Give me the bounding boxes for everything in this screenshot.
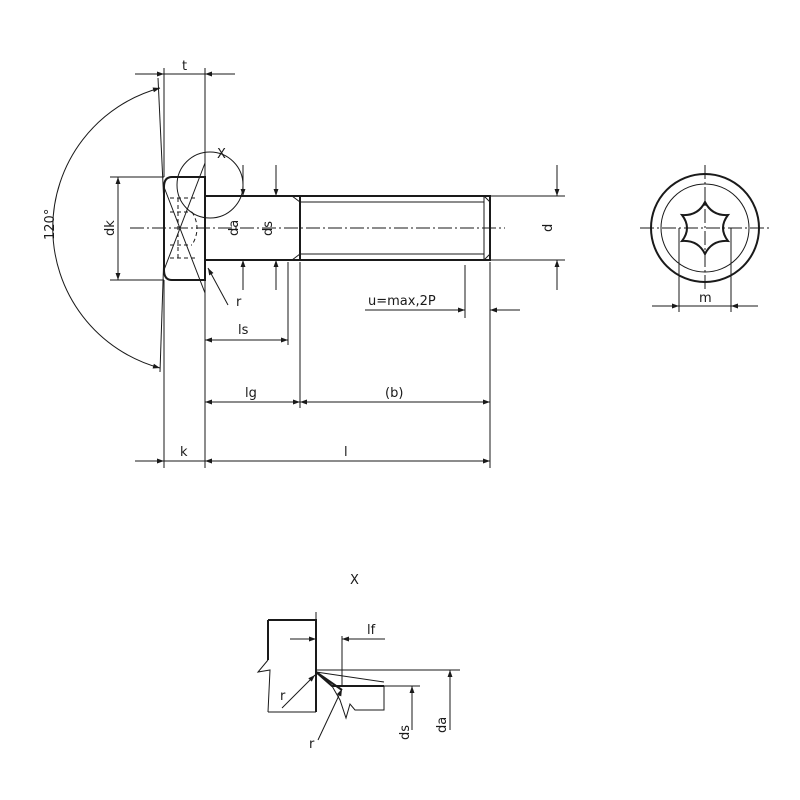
dimension-lg-b: lg (b) [205,386,490,405]
dimension-da: da [227,165,246,290]
detail-title: X [350,573,359,588]
screw-end-view: m [640,165,770,312]
d-label: d [541,224,556,232]
transition-upper [291,195,301,203]
detail-head-break [256,659,271,713]
dimension-ds: ds [261,165,279,290]
hexalobular-socket-icon [679,199,731,257]
ds-label-detail: ds [398,725,413,740]
transition-lower [291,253,301,261]
socket-hidden-lines [170,197,198,259]
dimension-k-l: k l [135,445,490,464]
r-label-main: r [236,295,242,310]
dimension-dk: dk [103,176,164,281]
b-label: (b) [385,386,403,401]
detail-shank-break [331,685,385,720]
chamfer-lower [483,253,491,261]
lf-label: lf [367,623,376,638]
screw-head-outline [163,176,206,281]
chamfer-upper [483,195,491,203]
lg-label: lg [245,386,257,401]
detail-x-view: lf r r ds da [256,612,460,752]
dimension-ls: ls [205,323,288,343]
da-label: da [227,220,242,236]
ds-label: ds [261,221,276,236]
detail-x-label: X [217,147,226,162]
da-label-detail: da [435,717,450,733]
dimension-t: t [135,59,235,177]
r-label-detail-upper: r [280,689,286,704]
k-label: k [180,445,188,460]
screw-side-view [130,176,505,281]
angle-dimension: 120° [43,77,206,373]
t-label: t [182,59,187,74]
ls-label: ls [238,323,249,338]
r-label-detail-lower: r [309,737,315,752]
u-label: u=max,2P [368,294,436,309]
dk-label: dk [103,220,118,236]
m-label: m [699,291,712,306]
dimension-d: d [490,165,565,290]
radius-leader-main: r [207,267,242,310]
l-label: l [344,445,348,460]
detail-x-circle [176,151,244,219]
dimension-u: u=max,2P [365,265,520,318]
angle-label: 120° [43,209,58,240]
